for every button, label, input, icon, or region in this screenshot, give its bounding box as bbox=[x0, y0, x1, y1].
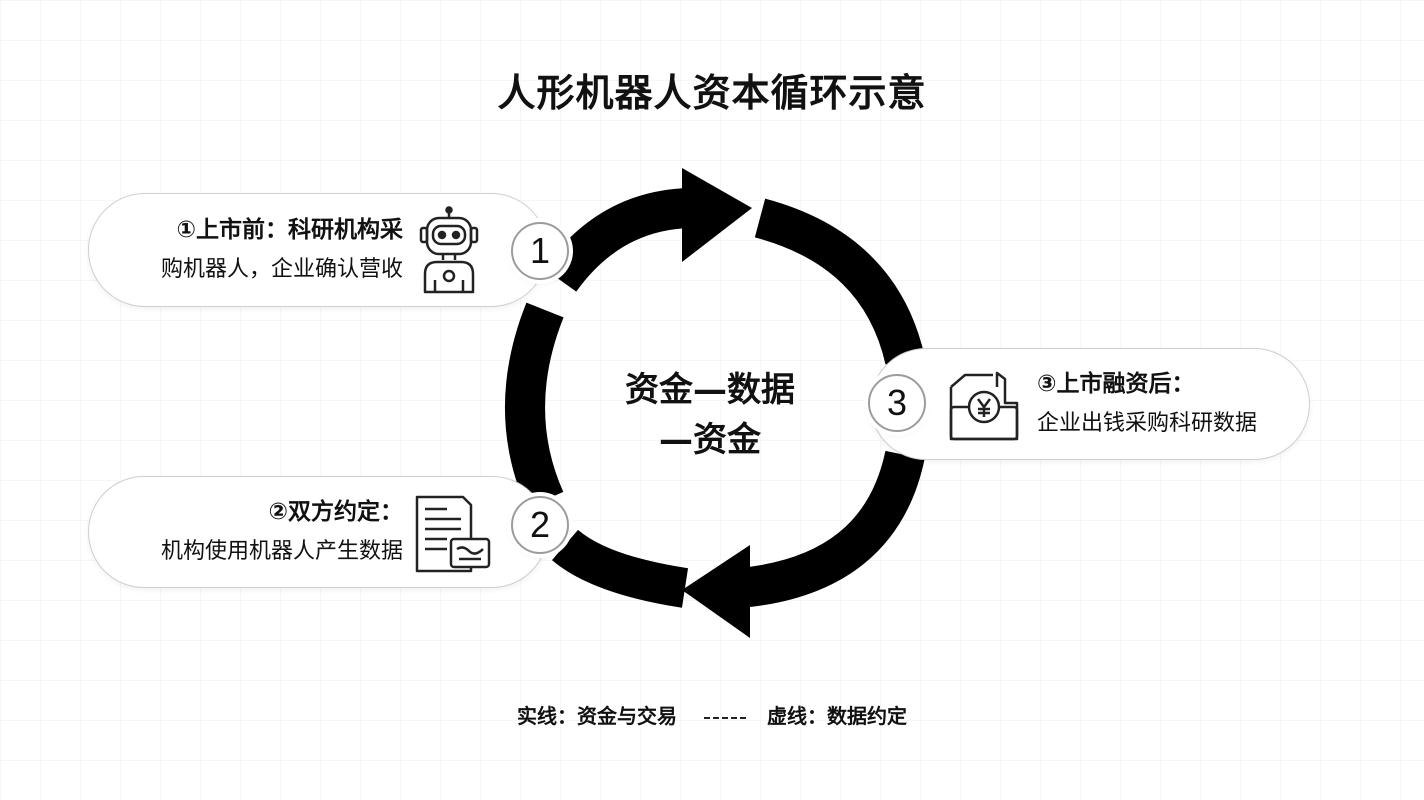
cycle-arc-top-left bbox=[543, 188, 692, 292]
legend: 实线：资金与交易 虚线：数据约定 bbox=[0, 700, 1424, 729]
yuan-money-box-icon bbox=[949, 371, 1019, 441]
step-3-heading: ③上市融资后： bbox=[1037, 371, 1195, 397]
step-2-card: ②双方约定： 机构使用机器人产生数据 bbox=[88, 476, 548, 588]
step-1-number: 1 bbox=[511, 222, 569, 280]
legend-solid: 实线：资金与交易 bbox=[517, 704, 678, 728]
step-3-number: 3 bbox=[868, 374, 926, 432]
cycle-arc-bottom-left bbox=[551, 529, 689, 608]
step-1-heading: ①上市前：科研机构采 bbox=[176, 217, 403, 243]
legend-dashed-line bbox=[704, 716, 746, 719]
center-line-2: —资金 bbox=[659, 420, 761, 460]
center-line-1: 资金—数据 bbox=[625, 370, 795, 410]
robot-icon bbox=[419, 206, 479, 294]
legend-dashed: 虚线：数据约定 bbox=[766, 704, 907, 728]
cycle-arc-right bbox=[754, 198, 925, 365]
step-1-text: ①上市前：科研机构采 购机器人，企业确认营收 bbox=[113, 210, 403, 290]
cycle-arrowhead-bottom bbox=[682, 545, 750, 638]
cycle-arc-left bbox=[505, 302, 564, 509]
step-3-body: 企业出钱采购科研数据 bbox=[1037, 411, 1258, 436]
step-1-body: 购机器人，企业确认营收 bbox=[160, 257, 403, 282]
diagram-title: 人形机器人资本循环示意 bbox=[497, 71, 927, 115]
step-2-body: 机构使用机器人产生数据 bbox=[160, 539, 403, 564]
step-2-number: 2 bbox=[511, 496, 569, 554]
step-3-text: ③上市融资后： 企业出钱采购科研数据 bbox=[1037, 364, 1297, 444]
contract-document-icon bbox=[415, 495, 491, 573]
step-2-heading: ②双方约定： bbox=[268, 499, 403, 525]
cycle-arc-bottom-right bbox=[737, 450, 925, 608]
step-2-text: ②双方约定： 机构使用机器人产生数据 bbox=[113, 492, 403, 572]
cycle-center-label: 资金—数据 —资金 bbox=[590, 365, 830, 465]
step-3-card: ③上市融资后： 企业出钱采购科研数据 bbox=[870, 348, 1310, 460]
step-1-card: ①上市前：科研机构采 购机器人，企业确认营收 bbox=[88, 193, 548, 307]
cycle-arrowhead-top bbox=[682, 168, 752, 262]
